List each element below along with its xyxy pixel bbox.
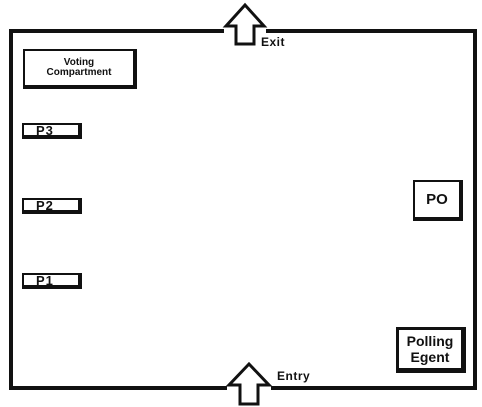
polling-agent-box: Polling Egent [396,327,466,373]
entry-arrow-icon [225,361,273,406]
voting-compartment-box: Voting Compartment [23,49,137,89]
p2-box: P2 [22,198,82,214]
exit-arrow-icon [222,2,268,46]
entry-label: Entry [277,369,311,383]
room-walls [9,29,477,390]
p1-box: P1 [22,273,82,289]
presiding-officer-box: PO [413,180,463,221]
exit-label: Exit [261,35,286,49]
p3-box: P3 [22,123,82,139]
